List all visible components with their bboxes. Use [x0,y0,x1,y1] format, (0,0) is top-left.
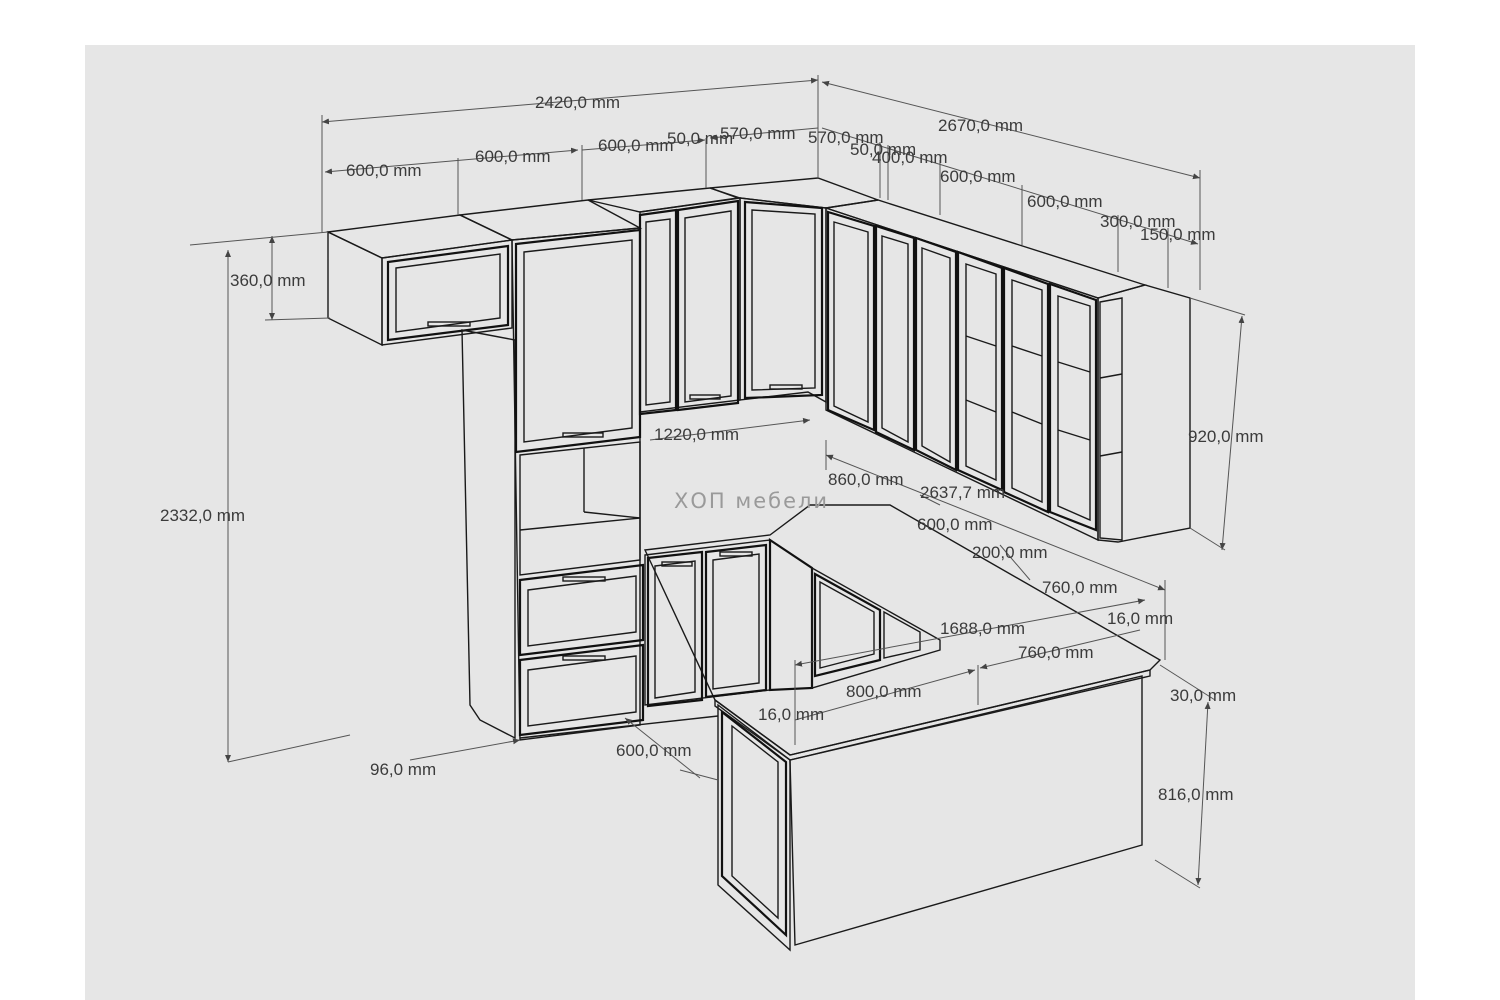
dim-counter-200: 200,0 mm [972,543,1048,562]
dimension-lines [189,75,1246,889]
dim-upper-right-2: 400,0 mm [872,148,948,167]
dim-plinth-96: 96,0 mm [370,760,436,779]
dim-upper-left-1: 600,0 mm [346,161,422,180]
dim-upper-right-6: 150,0 mm [1140,225,1216,244]
dim-overhang-30: 30,0 mm [1170,686,1236,705]
dim-upper-right-5: 300,0 mm [1100,212,1176,231]
dim-counter-600: 600,0 mm [917,515,993,534]
dim-upper-corner-right: 570,0 mm [808,128,884,147]
dim-counter-760-a: 760,0 mm [1042,578,1118,597]
watermark-logo: ХОП мебели [674,489,829,513]
dim-base-height-816: 816,0 mm [1158,785,1234,804]
dim-total-height: 2332,0 mm [160,506,245,525]
dimension-labels: 2420,0 mm 2670,0 mm 600,0 mm 600,0 mm 60… [160,93,1264,804]
dim-overall-width-right: 2670,0 mm [938,116,1023,135]
dim-wall-cabinet-height: 920,0 mm [1188,427,1264,446]
peninsula [717,675,1143,952]
dim-overall-width-left: 2420,0 mm [535,93,620,112]
dim-counter-1688: 1688,0 mm [940,619,1025,638]
dim-gap-height: 1220,0 mm [654,425,739,444]
countertop [643,504,1162,761]
dim-counter-800: 800,0 mm [846,682,922,701]
tall-column [457,199,645,741]
dim-upper-right-4: 600,0 mm [1027,192,1103,211]
dim-counter-run: 2637,7 mm [920,483,1005,502]
dim-upper-left-4: 50,0 mm [667,129,733,148]
dim-upper-corner-left: 570,0 mm [720,124,796,143]
dim-counter-760-b: 760,0 mm [1018,643,1094,662]
dim-upper-left-3: 600,0 mm [598,136,674,155]
top-box-cabinet [325,214,515,347]
dim-top-box-height: 360,0 mm [230,271,306,290]
dim-upper-left-2: 600,0 mm [475,147,551,166]
dim-upper-right-1: 50,0 mm [850,140,916,159]
dim-counter-thickness-a: 16,0 mm [1107,609,1173,628]
drawing-background [85,45,1415,1000]
dim-counter-thickness-b: 16,0 mm [758,705,824,724]
dim-upper-right-3: 600,0 mm [940,167,1016,186]
dim-base-depth-600: 600,0 mm [616,741,692,760]
dim-counter-860: 860,0 mm [828,470,904,489]
